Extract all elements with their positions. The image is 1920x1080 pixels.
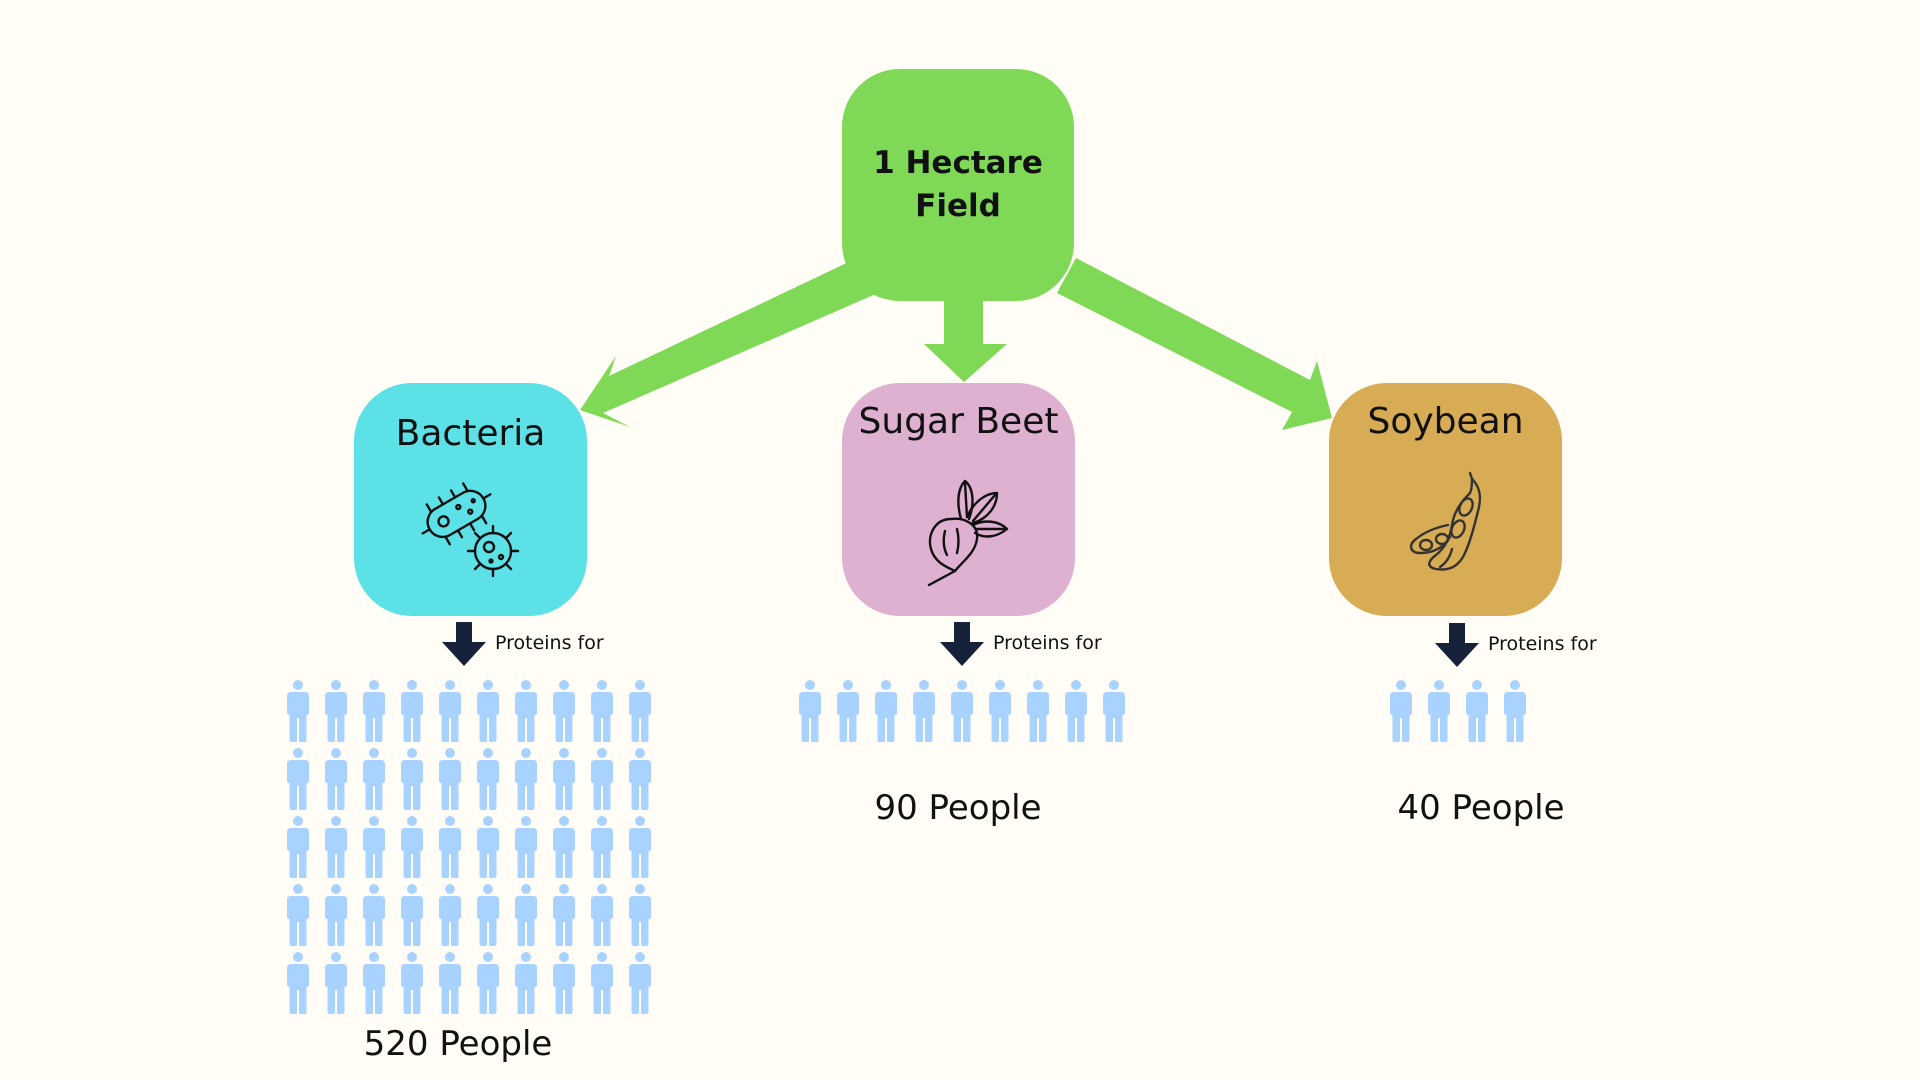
- person-icon: [439, 884, 461, 946]
- person-icon: [837, 680, 859, 742]
- person-icon: [1065, 680, 1087, 742]
- person-icon: [553, 748, 575, 810]
- soybean-icon: [1409, 471, 1481, 571]
- person-icon: [799, 680, 821, 742]
- person-icon: [401, 680, 423, 742]
- bacteria-people-count: 520 People: [363, 1024, 553, 1064]
- person-icon: [1466, 680, 1488, 742]
- soybean-down-arrow-icon: [1435, 623, 1479, 667]
- person-icon: [287, 884, 309, 946]
- person-icon: [401, 952, 423, 1014]
- bacteria-proteins-label: Proteins for: [495, 632, 604, 654]
- person-icon: [325, 884, 347, 946]
- person-icon: [439, 952, 461, 1014]
- soybean-title: Soybean: [1367, 401, 1524, 442]
- person-icon: [875, 680, 897, 742]
- person-icon: [553, 680, 575, 742]
- bacteria-down-arrow-icon: [442, 622, 486, 666]
- person-icon: [515, 680, 537, 742]
- person-icon: [439, 680, 461, 742]
- soybean-people-count: 40 People: [1397, 788, 1565, 828]
- person-icon: [515, 748, 537, 810]
- bacteria-icon: [421, 482, 519, 578]
- person-icon: [591, 884, 613, 946]
- person-icon: [477, 680, 499, 742]
- person-icon: [287, 748, 309, 810]
- person-icon: [439, 816, 461, 878]
- person-icon: [591, 952, 613, 1014]
- person-icon: [913, 680, 935, 742]
- person-icon: [591, 680, 613, 742]
- person-icon: [989, 680, 1011, 742]
- person-icon: [287, 680, 309, 742]
- person-icon: [629, 816, 651, 878]
- sugar-beet-title: Sugar Beet: [858, 401, 1059, 442]
- sugar-beet-people-count: 90 People: [874, 788, 1042, 828]
- person-icon: [401, 884, 423, 946]
- sugar-beet-icon: [927, 479, 1008, 587]
- person-icon: [477, 748, 499, 810]
- root-box-hectare-field: 1 Hectare Field: [842, 69, 1074, 301]
- person-icon: [401, 816, 423, 878]
- person-icon: [515, 884, 537, 946]
- person-icon: [363, 816, 385, 878]
- person-icon: [1103, 680, 1125, 742]
- person-icon: [325, 816, 347, 878]
- person-icon: [1027, 680, 1049, 742]
- arrow-to-soybean: [1057, 258, 1332, 430]
- arrow-to-bacteria: [580, 258, 878, 427]
- person-icon: [591, 816, 613, 878]
- person-icon: [325, 680, 347, 742]
- person-icon: [1504, 680, 1526, 742]
- bacteria-box: Bacteria: [354, 383, 587, 616]
- person-icon: [629, 680, 651, 742]
- person-icon: [477, 884, 499, 946]
- sugar-beet-proteins-label: Proteins for: [993, 632, 1102, 654]
- person-icon: [515, 952, 537, 1014]
- bacteria-title: Bacteria: [395, 413, 546, 454]
- person-icon: [287, 816, 309, 878]
- person-icon: [477, 816, 499, 878]
- person-icon: [477, 952, 499, 1014]
- person-icon: [325, 952, 347, 1014]
- person-icon: [629, 952, 651, 1014]
- person-icon: [401, 748, 423, 810]
- person-icon: [363, 952, 385, 1014]
- person-icon: [325, 748, 347, 810]
- person-icon: [629, 748, 651, 810]
- person-icon: [363, 884, 385, 946]
- person-icon: [439, 748, 461, 810]
- person-icon: [591, 748, 613, 810]
- sugar-beet-down-arrow-icon: [940, 622, 984, 666]
- person-icon: [553, 884, 575, 946]
- person-icon: [553, 816, 575, 878]
- person-icon: [1390, 680, 1412, 742]
- root-label: 1 Hectare Field: [873, 145, 1043, 224]
- soybean-proteins-label: Proteins for: [1488, 633, 1597, 655]
- person-icon: [287, 952, 309, 1014]
- person-icon: [363, 748, 385, 810]
- person-icon: [363, 680, 385, 742]
- soybean-box: Soybean: [1329, 383, 1562, 616]
- sugar-beet-box: Sugar Beet: [842, 383, 1075, 616]
- arrow-to-sugar-beet: [924, 300, 1007, 382]
- person-icon: [1428, 680, 1450, 742]
- person-icon: [629, 884, 651, 946]
- person-icon: [951, 680, 973, 742]
- person-icon: [515, 816, 537, 878]
- person-icon: [553, 952, 575, 1014]
